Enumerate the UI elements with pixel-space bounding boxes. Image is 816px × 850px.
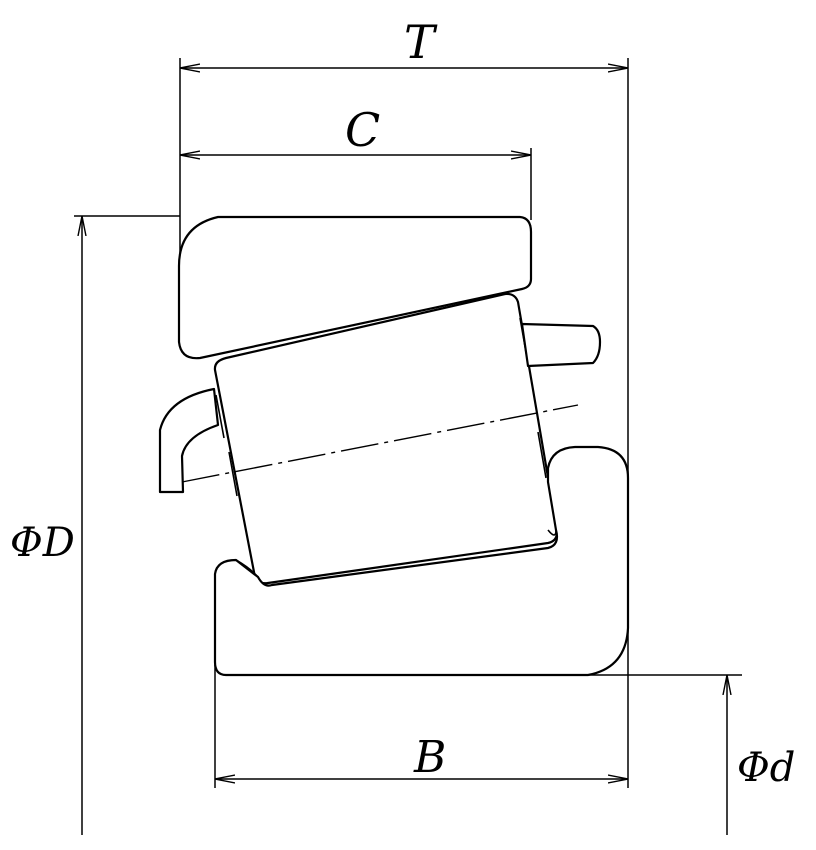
- inner-ring-cone: [213, 445, 630, 677]
- label-c: C: [345, 103, 380, 157]
- label-t: T: [404, 15, 438, 69]
- extension-lines: [74, 58, 742, 788]
- label-outer-diameter: ΦD: [10, 520, 75, 566]
- label-b: B: [413, 732, 446, 783]
- outer-ring-cup: [177, 215, 533, 360]
- label-bore-diameter: Φd: [737, 745, 795, 791]
- roller-center-axis: [181, 404, 579, 483]
- cage-right: [520, 322, 602, 368]
- cage-left: [158, 387, 220, 494]
- inner-ring-groove: [235, 529, 557, 578]
- tapered-roller: [213, 292, 559, 585]
